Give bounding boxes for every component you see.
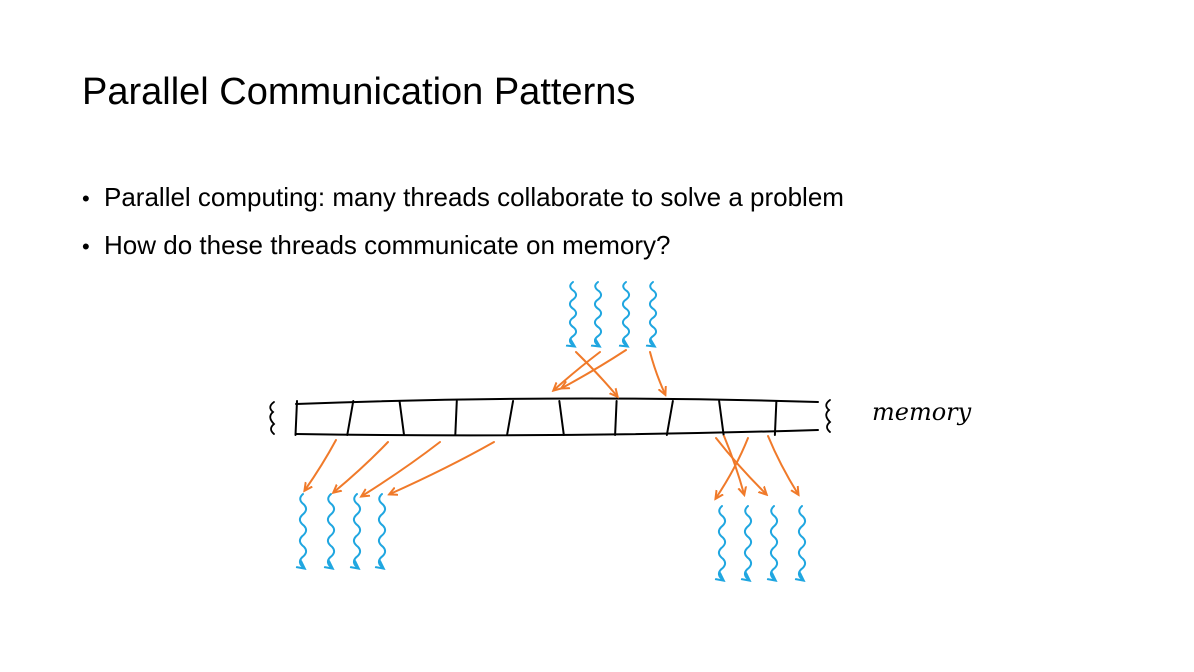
- access-arrow: [649, 351, 665, 394]
- slide-title: Parallel Communication Patterns: [82, 71, 636, 113]
- access-arrows: [305, 349, 798, 498]
- thread-squiggle-arrow: [650, 281, 658, 346]
- bullet-dot: •: [82, 234, 90, 259]
- memory-array: [269, 397, 832, 437]
- thread-squiggle-arrow: [745, 505, 753, 580]
- memory-cell-divider: [294, 400, 298, 436]
- access-arrow: [334, 441, 389, 492]
- thread-squiggle-arrow: [799, 505, 807, 580]
- memory-label: memory: [872, 398, 972, 426]
- thread-squiggle-arrow: [623, 281, 631, 346]
- memory-cell-divider: [773, 400, 778, 436]
- memory-right-brace: [825, 399, 832, 433]
- access-arrow: [305, 439, 337, 490]
- bullet-text: Parallel computing: many threads collabo…: [104, 182, 844, 212]
- bullet-list: • Parallel computing: many threads colla…: [82, 174, 844, 270]
- thread-squiggle-arrow: [570, 281, 578, 346]
- access-arrow: [554, 351, 601, 390]
- bullet-item: • How do these threads communicate on me…: [82, 222, 844, 270]
- access-arrow: [575, 351, 617, 396]
- memory-top-edge: [295, 397, 819, 405]
- access-arrow: [390, 441, 495, 494]
- thread-squiggle-arrow: [379, 493, 387, 568]
- memory-bottom-edge: [295, 429, 819, 437]
- memory-cell-divider: [454, 400, 458, 436]
- memory-cell-divider: [614, 400, 618, 436]
- access-arrow: [562, 349, 627, 388]
- thread-squiggle-arrow: [354, 493, 362, 568]
- thread-squiggle-arrow: [595, 281, 603, 346]
- memory-cell-divider: [558, 400, 565, 436]
- thread-squiggle-arrow: [771, 505, 779, 580]
- thread-arrows: [300, 281, 807, 580]
- memory-cell-divider: [665, 400, 674, 436]
- memory-cell-divider: [398, 400, 406, 436]
- thread-squiggle-arrow: [719, 505, 727, 580]
- bullet-dot: •: [82, 186, 90, 211]
- access-arrow: [716, 437, 749, 498]
- access-arrow: [715, 437, 766, 494]
- memory-cell-divider: [346, 400, 355, 436]
- memory-cell-divider: [506, 400, 515, 436]
- memory-cell-divider: [718, 400, 725, 436]
- access-arrow: [723, 435, 744, 494]
- bullet-text: How do these threads communicate on memo…: [104, 230, 671, 260]
- thread-squiggle-arrow: [328, 493, 336, 568]
- thread-squiggle-arrow: [300, 493, 308, 568]
- access-arrow: [767, 435, 798, 494]
- access-arrow: [362, 441, 441, 496]
- bullet-item: • Parallel computing: many threads colla…: [82, 174, 844, 222]
- memory-left-brace: [269, 401, 276, 435]
